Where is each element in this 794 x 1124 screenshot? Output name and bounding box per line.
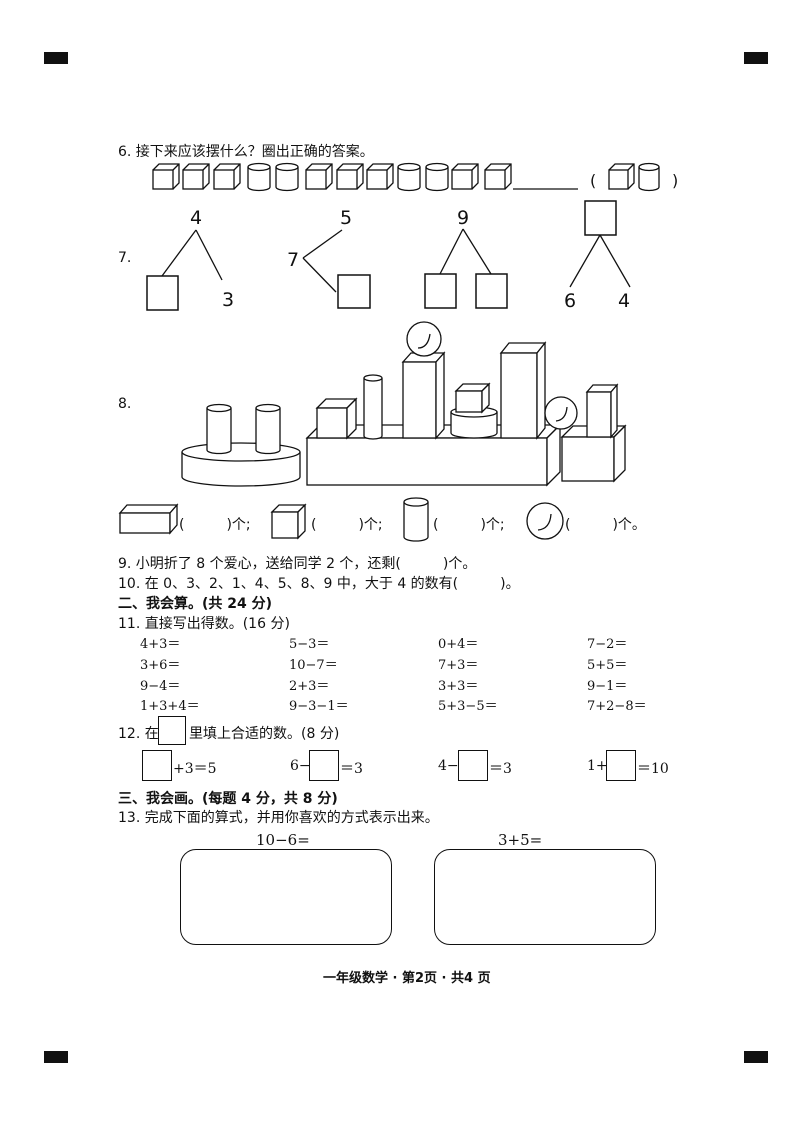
registration-mark-bottom-left bbox=[44, 1051, 68, 1063]
cylinder-icon bbox=[403, 497, 429, 542]
diagram-4-right: 4 bbox=[618, 290, 631, 312]
calc-item[interactable]: 0+4＝ bbox=[438, 637, 479, 652]
sequence-cube-icon bbox=[213, 163, 241, 190]
drawing-area-2[interactable] bbox=[434, 849, 656, 945]
question-7-label: 7. bbox=[118, 250, 132, 266]
fill-eq-2-after: ＝3 bbox=[340, 761, 363, 777]
fill-box-3[interactable] bbox=[458, 750, 488, 781]
question-6-text: 6. 接下来应该摆什么？圈出正确的答案。 bbox=[118, 144, 374, 160]
calc-item[interactable]: 4+3＝ bbox=[140, 637, 181, 652]
calc-item[interactable]: 5+5＝ bbox=[587, 658, 628, 673]
question-13-text: 13. 完成下面的算式，并用你喜欢的方式表示出来。 bbox=[118, 810, 439, 826]
count-cylinder[interactable]: ( )个; bbox=[433, 517, 505, 533]
fill-box-1[interactable] bbox=[142, 750, 172, 781]
question-8-shape-picture bbox=[181, 321, 627, 487]
fill-eq-1-after: +3＝5 bbox=[173, 761, 217, 777]
calc-item[interactable]: 7+3＝ bbox=[438, 658, 479, 673]
count-row-shapes bbox=[118, 497, 564, 542]
diagram-2-left: 7 bbox=[287, 249, 300, 271]
diagram-3-top: 9 bbox=[457, 207, 470, 229]
question-6-sequence bbox=[152, 162, 578, 192]
diagram-2-top: 5 bbox=[340, 207, 353, 229]
sequence-cylinder-icon bbox=[247, 162, 271, 192]
calc-item[interactable]: 5+3−5＝ bbox=[438, 699, 498, 714]
registration-mark-bottom-right bbox=[744, 1051, 768, 1063]
drawing-area-1[interactable] bbox=[180, 849, 392, 945]
calc-item[interactable]: 7−2＝ bbox=[587, 637, 628, 652]
cuboid-icon bbox=[118, 503, 179, 535]
question-8-label: 8. bbox=[118, 396, 132, 412]
answer-box-1 bbox=[146, 275, 179, 311]
sequence-cube-icon bbox=[305, 163, 333, 190]
answer-open-paren: ( bbox=[590, 171, 597, 190]
question-12-text-before: 12. 在 bbox=[118, 726, 159, 742]
sequence-cube-icon bbox=[152, 163, 180, 190]
option-cube-icon bbox=[608, 163, 635, 190]
fill-box-4[interactable] bbox=[606, 750, 636, 781]
question-12-text-after: 里填上合适的数。(8 分) bbox=[189, 726, 340, 742]
count-sphere[interactable]: ( )个。 bbox=[565, 517, 646, 533]
count-cube[interactable]: ( )个; bbox=[311, 517, 383, 533]
sequence-cube-icon bbox=[451, 163, 479, 190]
sequence-cube-icon bbox=[366, 163, 394, 190]
diagram-1-top: 4 bbox=[190, 207, 203, 229]
answer-options[interactable] bbox=[0, 0, 794, 200]
fill-eq-4-after: ＝10 bbox=[637, 761, 669, 777]
calc-item[interactable]: 1+3+4＝ bbox=[140, 699, 200, 714]
drawing-equation-1: 10−6= bbox=[256, 831, 310, 849]
registration-mark-top-right bbox=[744, 52, 768, 64]
sphere-icon bbox=[526, 502, 564, 540]
sequence-cylinder-icon bbox=[397, 162, 421, 192]
diagram-1-right: 3 bbox=[222, 289, 235, 311]
section-3-heading: 三、我会画。(每题 4 分，共 8 分) bbox=[118, 791, 338, 807]
question-9-text: 9. 小明折了 8 个爱心，送给同学 2 个，还剩( )个。 bbox=[118, 556, 477, 572]
registration-mark-top-left bbox=[44, 52, 68, 64]
calc-item[interactable]: 9−4＝ bbox=[140, 679, 181, 694]
answer-close-paren: ) bbox=[672, 171, 679, 190]
example-box bbox=[158, 716, 186, 745]
question-7-decompositions bbox=[146, 200, 631, 311]
diagram-4-left: 6 bbox=[564, 290, 577, 312]
fill-eq-2-before: 6− bbox=[290, 758, 311, 774]
count-cuboid[interactable]: ( )个; bbox=[179, 517, 251, 533]
answer-box-3a bbox=[424, 273, 457, 309]
answer-box-3b bbox=[475, 273, 508, 309]
calc-item[interactable]: 10−7＝ bbox=[289, 658, 338, 673]
section-2-heading: 二、我会算。(共 24 分) bbox=[118, 596, 273, 612]
calc-item[interactable]: 3+6＝ bbox=[140, 658, 181, 673]
fill-eq-4-before: 1+ bbox=[587, 758, 608, 774]
question-11-text: 11. 直接写出得数。(16 分) bbox=[118, 616, 290, 632]
cube-icon bbox=[270, 503, 307, 540]
sequence-cube-icon bbox=[484, 163, 512, 190]
sequence-cylinder-icon bbox=[275, 162, 299, 192]
drawing-equation-2: 3+5= bbox=[498, 831, 543, 849]
calc-item[interactable]: 9−1＝ bbox=[587, 679, 628, 694]
calc-item[interactable]: 3+3＝ bbox=[438, 679, 479, 694]
sequence-cube-icon bbox=[182, 163, 210, 190]
calc-item[interactable]: 7+2−8＝ bbox=[587, 699, 647, 714]
option-cylinder-icon bbox=[638, 162, 660, 192]
fill-box-2[interactable] bbox=[309, 750, 339, 781]
answer-box-2 bbox=[337, 274, 371, 309]
sequence-cylinder-icon bbox=[425, 162, 449, 192]
fill-eq-3-before: 4− bbox=[438, 758, 459, 774]
page-footer: 一年级数学 · 第2页 · 共4 页 bbox=[323, 971, 491, 986]
calc-item[interactable]: 2+3＝ bbox=[289, 679, 330, 694]
fill-eq-3-after: ＝3 bbox=[489, 761, 512, 777]
sequence-cube-icon bbox=[336, 163, 364, 190]
question-10-text: 10. 在 0、3、2、1、4、5、8、9 中，大于 4 的数有( )。 bbox=[118, 576, 520, 592]
calc-item[interactable]: 5−3＝ bbox=[289, 637, 330, 652]
calc-item[interactable]: 9−3−1＝ bbox=[289, 699, 349, 714]
